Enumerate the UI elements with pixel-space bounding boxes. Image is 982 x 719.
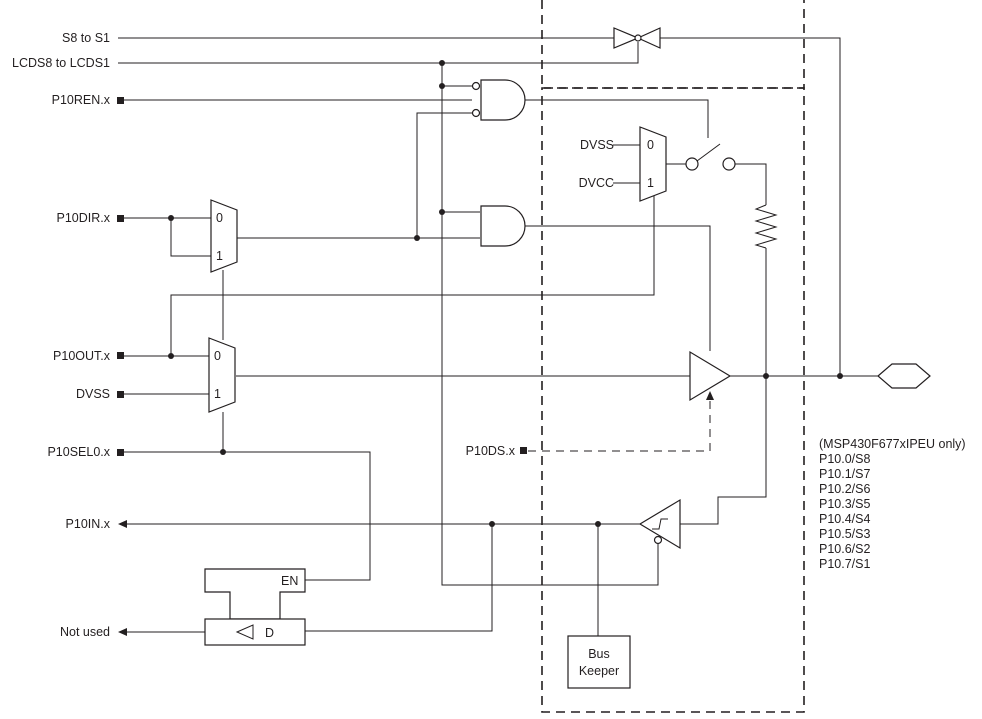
output-enable-and-gate bbox=[480, 205, 526, 247]
p10sel0-pin-marker bbox=[117, 449, 124, 456]
bus-keeper-box bbox=[567, 635, 631, 689]
schmitt-trigger-input-buffer bbox=[638, 498, 681, 550]
pull-resistor bbox=[754, 204, 778, 249]
s8-to-s1-label: S8 to S1 bbox=[62, 31, 110, 45]
p10in-arrow-icon bbox=[118, 520, 127, 528]
p10ds-pin-marker bbox=[520, 447, 527, 454]
p10out-label: P10OUT.x bbox=[53, 349, 111, 363]
pin-function-label: P10.2/S6 bbox=[819, 482, 870, 496]
output-buffer bbox=[689, 350, 732, 402]
direction-mux-input-1: 1 bbox=[216, 249, 223, 263]
p10ds-drive-strength-line bbox=[528, 400, 711, 452]
latch-enable-label: EN bbox=[281, 574, 298, 588]
pin-pad-icon bbox=[877, 363, 931, 389]
not-used-arrow-icon bbox=[118, 628, 127, 636]
latch bbox=[204, 568, 306, 646]
pin-function-label: P10.4/S4 bbox=[819, 512, 870, 526]
pin-function-label: P10.3/S5 bbox=[819, 497, 870, 511]
output-mux-input-1: 1 bbox=[214, 387, 221, 401]
pin-function-label: P10.0/S8 bbox=[819, 452, 870, 466]
pin-notes-header: (MSP430F677xIPEU only) bbox=[819, 437, 966, 451]
dvss-pin-marker bbox=[117, 391, 124, 398]
p10ren-label: P10REN.x bbox=[52, 93, 111, 107]
pull-mux-dvcc-label: DVCC bbox=[579, 176, 614, 190]
pull-mux-dvss-label: DVSS bbox=[580, 138, 614, 152]
junction-dots bbox=[168, 60, 843, 527]
pin-notes: (MSP430F677xIPEU only)P10.0/S8P10.1/S7P1… bbox=[819, 437, 966, 571]
bus-keeper-label-line1: Bus bbox=[588, 647, 610, 661]
p10sel0-label: P10SEL0.x bbox=[47, 445, 110, 459]
p10out-pin-marker bbox=[117, 352, 124, 359]
p10dir-label: P10DIR.x bbox=[57, 211, 111, 225]
output-select-mux bbox=[208, 337, 236, 413]
latch-data-label: D bbox=[265, 626, 274, 640]
pin-function-label: P10.6/S2 bbox=[819, 542, 870, 556]
dvss-label: DVSS bbox=[76, 387, 110, 401]
wires bbox=[118, 37, 878, 636]
pull-resistor-switch bbox=[685, 143, 736, 171]
not-used-label: Not used bbox=[60, 625, 110, 639]
p10in-label: P10IN.x bbox=[66, 517, 111, 531]
lcds8-to-lcds1-label: LCDS8 to LCDS1 bbox=[12, 56, 110, 70]
pull-select-mux bbox=[639, 126, 667, 202]
p10ds-label: P10DS.x bbox=[466, 444, 516, 458]
direction-mux-input-0: 0 bbox=[216, 211, 223, 225]
drive-strength-arrow-icon bbox=[706, 391, 714, 400]
direction-mux bbox=[210, 199, 238, 273]
pull-mux-input-1: 1 bbox=[647, 176, 654, 190]
lcd-analog-switch bbox=[613, 27, 661, 49]
pin-function-label: P10.7/S1 bbox=[819, 557, 870, 571]
p10dir-pin-marker bbox=[117, 215, 124, 222]
pad-logic-boundary bbox=[541, 87, 805, 713]
bus-keeper-label-line2: Keeper bbox=[579, 664, 619, 678]
pull-mux-input-0: 0 bbox=[647, 138, 654, 152]
p10ren-pin-marker bbox=[117, 97, 124, 104]
lcd-switch-boundary bbox=[541, 0, 805, 89]
pull-enable-and-gate bbox=[471, 79, 526, 121]
output-mux-input-0: 0 bbox=[214, 349, 221, 363]
pin-function-label: P10.5/S3 bbox=[819, 527, 870, 541]
pin-function-label: P10.1/S7 bbox=[819, 467, 870, 481]
